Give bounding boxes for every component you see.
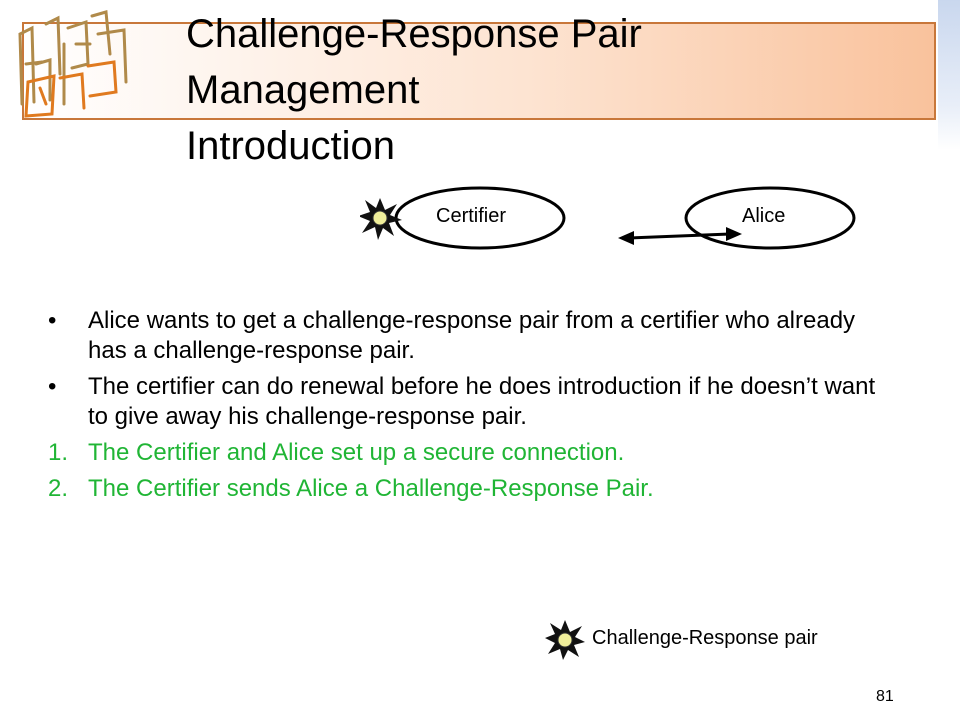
step-text: The Certifier sends Alice a Challenge-Re…: [88, 475, 654, 502]
certifier-label: Certifier: [436, 205, 507, 227]
bullet-marker: •: [48, 373, 57, 400]
city-logo-icon: [18, 10, 128, 118]
bullet-marker: •: [48, 307, 57, 334]
diagram-shapes: [358, 186, 856, 250]
list-item: • Alice wants to get a challenge-respons…: [48, 306, 898, 366]
list-item: • The certifier can do renewal before he…: [48, 372, 898, 432]
alice-label: Alice: [742, 205, 786, 227]
star-token-icon: [545, 620, 585, 660]
legend-label: Challenge-Response pair: [592, 627, 818, 649]
number-marker: 1.: [48, 439, 69, 466]
title-line-3: Introduction: [186, 124, 396, 168]
bullet-list: • Alice wants to get a challenge-respons…: [48, 306, 898, 510]
list-item: 1. The Certifier and Alice set up a secu…: [48, 438, 898, 468]
star-token-icon: [358, 198, 402, 240]
page-number: 81: [876, 688, 894, 705]
list-item: 2. The Certifier sends Alice a Challenge…: [48, 474, 898, 504]
title-banner: [22, 22, 936, 120]
title-line-2: Management: [186, 68, 420, 112]
certifier-alice-diagram: Certifier Alice: [358, 180, 860, 260]
decorative-strip: [938, 0, 960, 150]
number-marker: 2.: [48, 475, 69, 502]
slide-title: Challenge-Response Pair Management Intro…: [186, 6, 926, 174]
step-text: The Certifier and Alice set up a secure …: [88, 439, 625, 466]
title-line-1: Challenge-Response Pair: [186, 12, 642, 56]
bullet-text: Alice wants to get a challenge-response …: [88, 307, 856, 364]
bullet-text: The certifier can do renewal before he d…: [88, 373, 876, 430]
double-arrow-icon: [618, 227, 742, 245]
